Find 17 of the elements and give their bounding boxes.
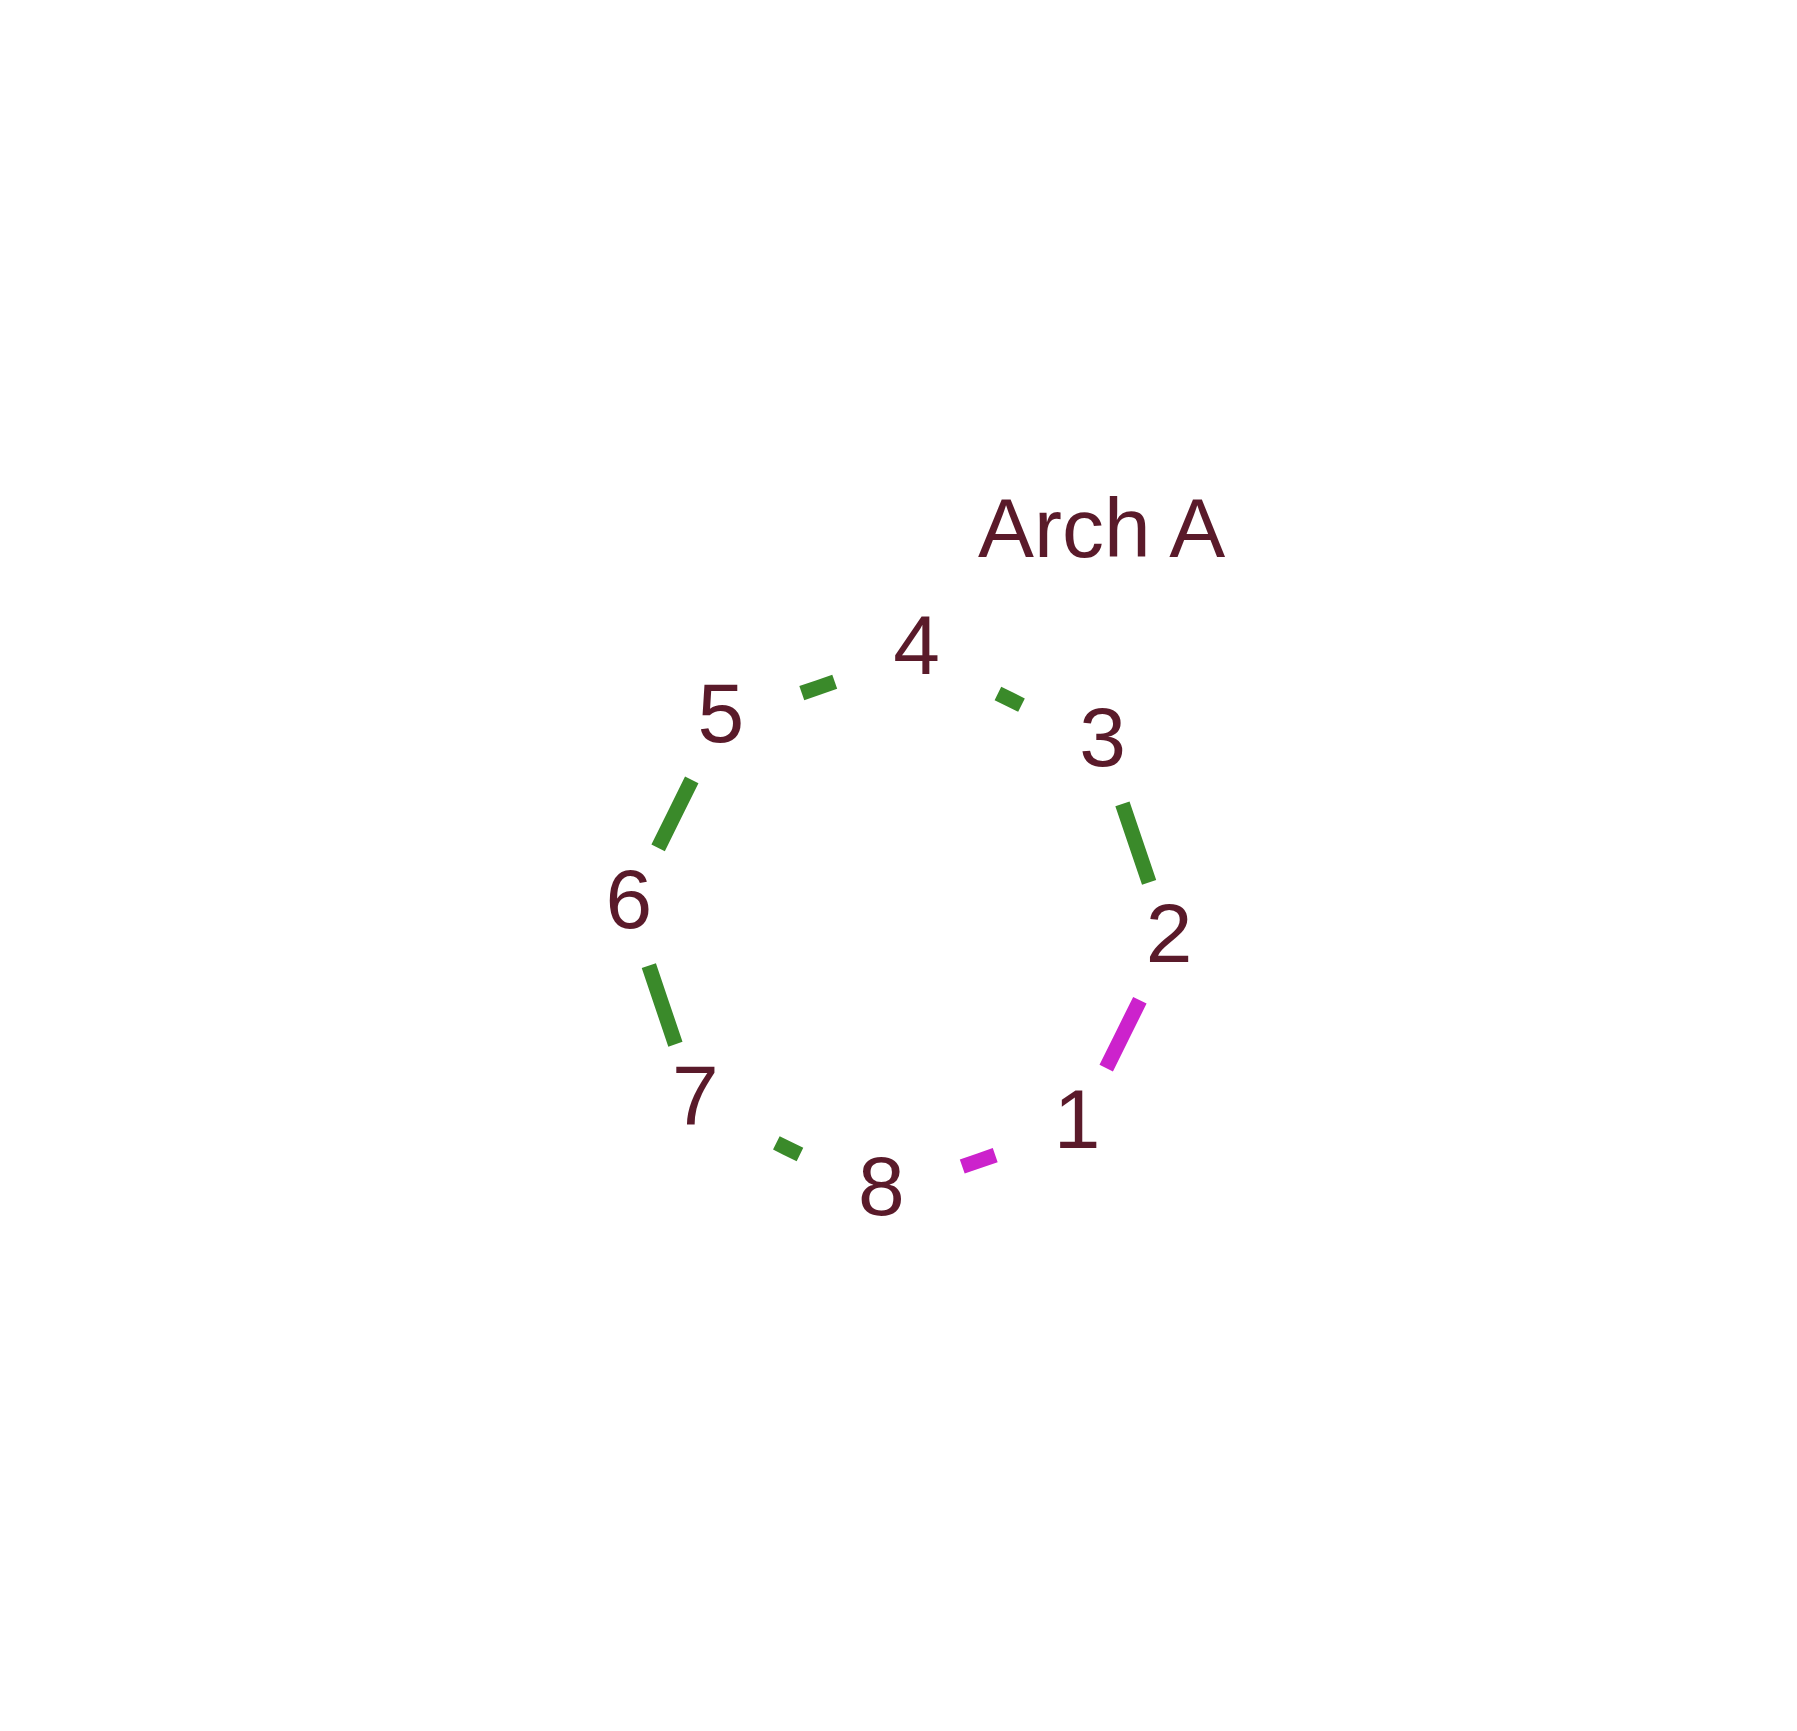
connector	[1099, 996, 1147, 1072]
node-text: 3	[1078, 689, 1126, 784]
connector	[650, 776, 698, 852]
node-text: 1	[1053, 1071, 1100, 1166]
connector	[641, 963, 682, 1047]
node-text: 5	[697, 665, 744, 760]
node-text: 6	[605, 851, 652, 946]
connector	[994, 686, 1025, 712]
connector	[1114, 801, 1156, 885]
node-text: 2	[1145, 885, 1192, 980]
connector	[959, 1148, 998, 1174]
diagram-title: Arch A	[977, 481, 1225, 576]
node-text: 7	[671, 1047, 719, 1142]
node-text: 4	[892, 598, 940, 693]
node-text: 8	[857, 1139, 905, 1234]
connector	[772, 1136, 803, 1162]
connector	[798, 674, 837, 701]
